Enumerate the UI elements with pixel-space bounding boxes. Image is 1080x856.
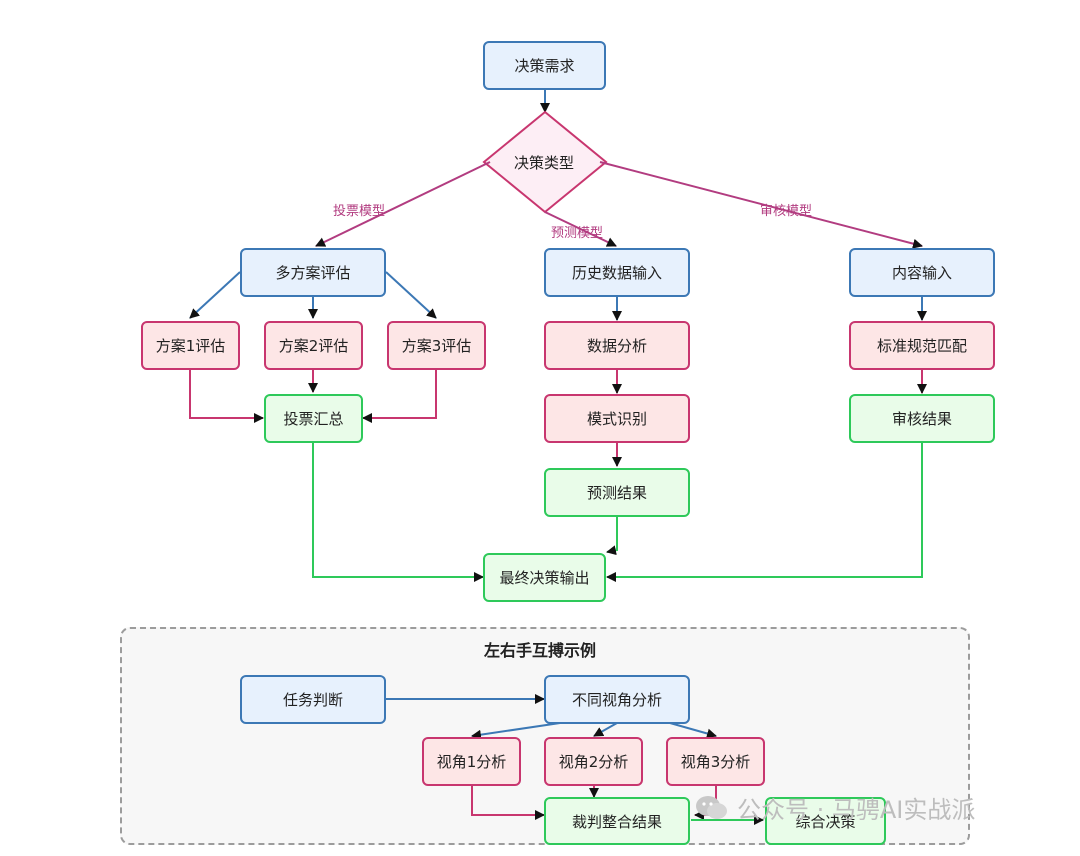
node-predict-result[interactable]: 预测结果 — [544, 468, 690, 517]
node-view1[interactable]: 视角1分析 — [422, 737, 521, 786]
edge-view1-judge — [471, 786, 545, 820]
watermark: 公众号 · 马骋AI实战派 — [695, 790, 975, 825]
edge-plan3-vote — [362, 370, 437, 423]
node-data-analysis[interactable]: 数据分析 — [544, 321, 690, 370]
node-task-judge[interactable]: 任务判断 — [240, 675, 386, 724]
node-view3[interactable]: 视角3分析 — [666, 737, 765, 786]
node-plan2[interactable]: 方案2评估 — [264, 321, 363, 370]
edge-type-multi — [315, 161, 491, 247]
node-content-input[interactable]: 内容输入 — [849, 248, 995, 297]
edge-vote-final — [312, 443, 484, 582]
node-vote-summary[interactable]: 投票汇总 — [264, 394, 363, 443]
node-review-result[interactable]: 审核结果 — [849, 394, 995, 443]
edge-multiview-view3 — [669, 722, 717, 739]
node-final-decision[interactable]: 综合决策 — [765, 797, 886, 845]
edge-predict-final — [606, 517, 618, 556]
edge-multi-plan1 — [189, 271, 241, 319]
node-pattern-recog[interactable]: 模式识别 — [544, 394, 690, 443]
node-decision-need[interactable]: 决策需求 — [483, 41, 606, 90]
node-final-output[interactable]: 最终决策输出 — [483, 553, 606, 602]
wechat-icon — [696, 795, 727, 819]
edge-type-content — [599, 161, 923, 249]
group-title: 左右手互搏示例 — [483, 641, 596, 660]
node-view2[interactable]: 视角2分析 — [544, 737, 643, 786]
node-decision-type-label[interactable]: 决策类型 — [513, 153, 574, 172]
node-multi-eval[interactable]: 多方案评估 — [240, 248, 386, 297]
node-history-input[interactable]: 历史数据输入 — [544, 248, 690, 297]
edge-multi-plan3 — [385, 271, 437, 319]
watermark-text: 公众号 · 马骋AI实战派 — [737, 796, 976, 824]
edge-multiview-view2 — [593, 722, 618, 737]
node-multi-view[interactable]: 不同视角分析 — [544, 675, 690, 724]
edge-type-history — [544, 211, 617, 247]
edge-review-final — [606, 443, 923, 582]
edge-multiview-view1 — [471, 722, 561, 740]
edge-label-vote-model: 投票模型 — [333, 204, 386, 219]
edge-label-review-model: 审核模型 — [760, 204, 813, 219]
edge-label-predict-model: 预测模型 — [551, 226, 604, 241]
edge-plan1-vote — [189, 370, 264, 423]
node-plan1[interactable]: 方案1评估 — [141, 321, 240, 370]
node-plan3[interactable]: 方案3评估 — [387, 321, 486, 370]
node-standard-match[interactable]: 标准规范匹配 — [849, 321, 995, 370]
node-judge-merge[interactable]: 裁判整合结果 — [544, 797, 690, 845]
